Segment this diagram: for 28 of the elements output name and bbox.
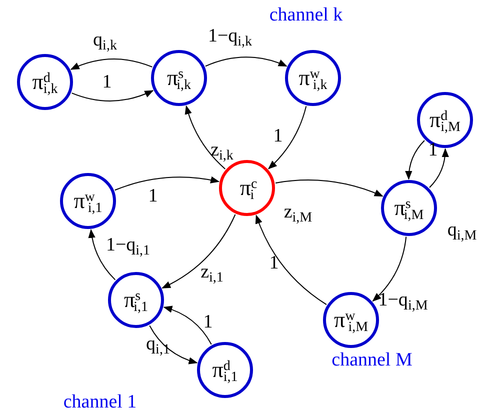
edge-label: 1−q$_{i,M}$ <box>378 290 428 310</box>
arrow <box>163 306 212 345</box>
arrow <box>256 214 327 306</box>
arrow <box>114 176 220 191</box>
edge-label: q$_{i,M}$ <box>447 220 477 240</box>
arrow <box>372 236 407 302</box>
edge-label: 1 <box>269 254 279 272</box>
edge-label: 1 <box>102 72 112 92</box>
edge-label: 1 <box>428 140 438 160</box>
arrow <box>275 180 384 197</box>
arrow <box>88 228 116 280</box>
arrow <box>185 105 226 170</box>
edge-label: z$_{i,M}$ <box>284 202 312 222</box>
edge-label: 1 <box>203 312 213 332</box>
edge-label: 1−q$_{i,k}$ <box>208 26 252 46</box>
channel-label: channel M <box>332 350 412 370</box>
arrow <box>268 106 307 170</box>
edge-label: q$_{i,1}$ <box>146 334 170 354</box>
channel-label: channel k <box>269 6 343 24</box>
channel-label: channel 1 <box>63 392 137 412</box>
arrow <box>405 140 425 180</box>
edge-label: q$_{i,k}$ <box>93 30 117 50</box>
arrow <box>429 148 449 188</box>
edge-label: 1 <box>273 126 283 146</box>
edge-label: z$_{i,1}$ <box>200 262 224 282</box>
edge-label: z$_{i,k}$ <box>210 140 234 160</box>
edge-label: 1−q$_{i,1}$ <box>106 236 150 254</box>
edge-label: 1 <box>148 186 158 206</box>
